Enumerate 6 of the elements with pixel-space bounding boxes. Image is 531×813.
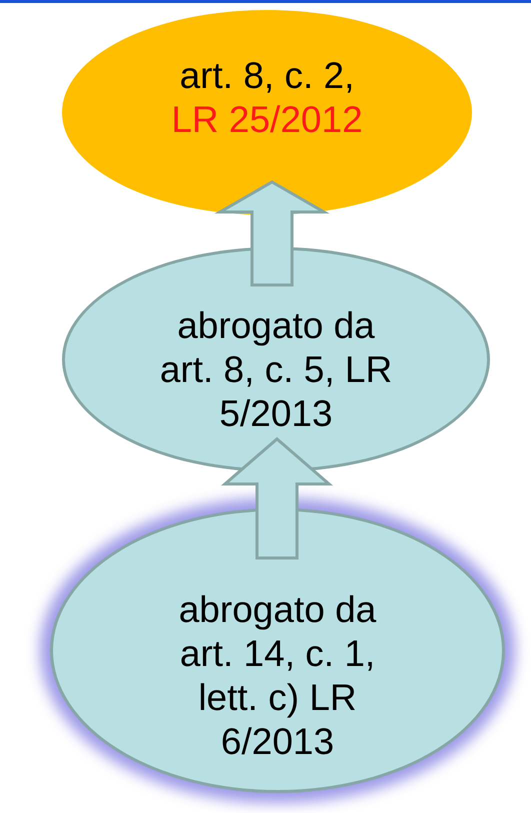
node-label: abrogato da art. 14, c. 1, lett. c) LR 6/2013: [178, 588, 378, 764]
node-label: abrogato da art. 8, c. 5, LR 5/2013: [158, 304, 394, 436]
node-label: LR 25/2012: [170, 98, 364, 142]
block-arrow: [220, 437, 334, 560]
block-arrow: [214, 180, 330, 286]
node-label: art. 8, c. 2,: [178, 54, 356, 98]
